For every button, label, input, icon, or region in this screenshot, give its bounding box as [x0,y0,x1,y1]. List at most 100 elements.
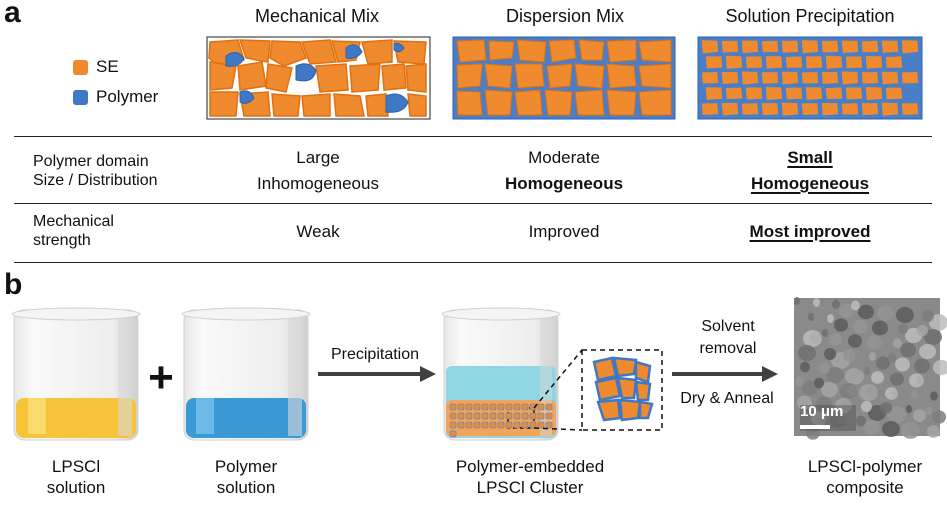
sem-particle [876,356,890,370]
se-grain [744,54,764,70]
sem-particle [914,358,930,374]
sem-particle [901,422,920,439]
sem-particle [911,390,918,399]
panel-b-label: b [4,268,23,301]
se-grain [784,54,804,70]
sem-particle [909,373,924,388]
se-grain [840,101,860,117]
se-grain [860,39,880,54]
sem-particle [829,333,842,346]
sediment-particle [481,412,489,420]
se-grain [800,38,820,56]
sem-particle [913,409,926,422]
sem-particle [813,298,820,307]
se-grain [800,101,820,117]
sem-particle [839,303,854,318]
cell-mechanical-strength: Weak [296,222,340,241]
sem-particle [843,349,856,362]
row-label-mechanical-strength: Mechanical strength [33,213,114,249]
sem-particle [822,329,828,337]
sem-particle [827,314,834,323]
sediment-particle [537,403,545,411]
sem-particle [867,335,882,350]
sediment-particle [513,412,521,420]
se-grain [704,85,724,102]
sem-particle [872,320,888,336]
label-solvent-removal: Solvent removal [699,318,757,357]
sem-particle [890,372,904,386]
sem-particle [858,304,874,320]
sem-particle [856,415,866,427]
sem-particle [900,342,916,358]
sem-particle [835,397,852,414]
legend-swatch-polymer [73,90,88,105]
cell-dispersion-size: Moderate Homogeneous [504,148,624,193]
sem-particle [861,400,872,413]
sem-particle [859,384,878,401]
legend-label-polymer: Polymer [96,87,159,106]
sem-particle [806,426,820,440]
caption-lpscl-solution: LPSCl solution [46,457,106,497]
sediment-particle [545,403,553,411]
se-grain [820,39,840,55]
table-middle-rule [14,203,932,204]
sediment-particle [465,403,473,411]
column-title-dispersion-mix: Dispersion Mix [505,6,625,26]
se-grain [760,39,780,54]
sem-particle [869,352,876,361]
sediment-particle [545,412,553,420]
sem-particle [794,297,800,305]
beaker-polymer-solution [181,307,311,441]
sediment-particle [457,412,465,420]
se-grain [740,101,760,117]
se-grain [764,54,784,71]
sediment-particle [505,421,513,429]
sediment-particle [449,412,457,420]
cell-mechanical-size: Large Inhomogeneous [257,148,379,193]
sediment-particle [529,421,537,429]
sem-particle [811,411,826,426]
se-grain [724,54,744,71]
sediment-particle [529,412,537,420]
sem-particle [888,353,896,363]
sediment-particle [521,421,529,429]
se-grain [760,70,780,86]
sediment-particle [497,403,505,411]
se-grain [900,70,920,85]
sediment-particle [497,421,505,429]
sem-particle [832,299,840,309]
table-bottom-rule [14,262,932,263]
se-grain [780,101,800,118]
sediment-particle [521,412,529,420]
sem-particle [887,406,906,423]
sem-particle [893,338,902,349]
sediment-particle [473,421,481,429]
se-grain [824,86,844,101]
se-grain [744,86,764,102]
sem-particle [830,412,846,428]
cell-solution-size: Small Homogeneous [750,148,870,193]
sem-image [794,297,947,440]
se-grain [804,85,824,102]
row-label-polymer-domain: Polymer domain Size / Distribution [33,153,158,189]
se-grain [800,70,820,85]
plus-sign: + [148,353,174,402]
se-grain [820,101,840,118]
sem-particle [933,359,947,376]
sem-particle [932,410,946,424]
se-grain [720,101,740,118]
sediment-particle [449,430,457,438]
sediment-particle [473,403,481,411]
se-grain [700,101,720,117]
sediment-particle [513,421,521,429]
label-precipitation: Precipitation [330,346,420,363]
sem-particle [906,405,912,413]
sem-particle [821,381,838,398]
sediment-particle [481,421,489,429]
se-grain [864,85,884,102]
sem-particle [819,362,830,375]
se-grain [804,54,824,70]
sem-particle [814,377,824,389]
